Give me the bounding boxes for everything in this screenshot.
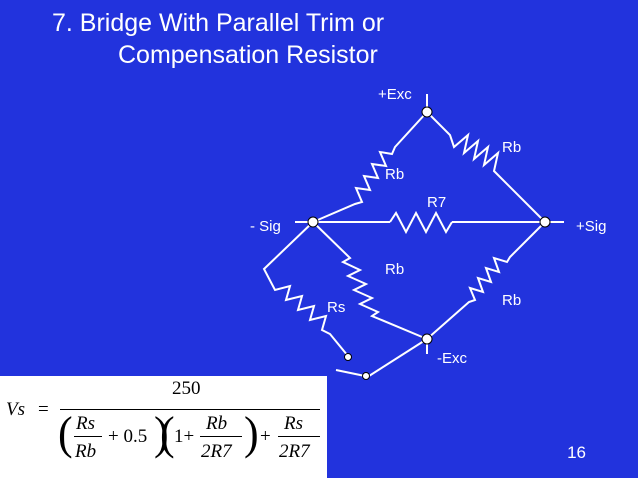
label-rb-top-left: Rb [385,166,405,183]
formula-rb-1: Rb [75,441,97,462]
formula-one-plus: 1+ [174,426,195,447]
node-sig-plus [539,216,551,228]
resistor-rs [262,221,349,357]
node-exc-plus [421,106,433,118]
formula-equals: = [38,399,49,420]
label-rb-top-right: Rb [502,139,522,156]
label-rb-bottom-right: Rb [502,292,522,309]
formula-paren-left-1: ( [58,407,73,460]
label-exc-minus: -Exc [437,350,467,367]
formula-numerator: 250 [172,378,201,399]
formula-lhs: Vs [6,399,25,420]
label-exc-plus: +Exc [378,86,412,103]
formula-plus: + [260,426,271,447]
formula-main-fraction-bar [60,409,320,410]
formula-2r7-a: 2R7 [201,441,232,462]
formula-paren-right-1: ) [154,407,169,460]
formula-paren-left-2: ( [160,407,175,460]
slide-title-line-1: 7. Bridge With Parallel Trim or [52,9,385,37]
formula-2r7-b: 2R7 [279,441,310,462]
resistor-rb-top-right [426,111,546,223]
resistor-rb-bottom-left [312,221,428,340]
resistor-rb-bottom-right [426,221,546,340]
label-rs: Rs [327,299,346,316]
label-r7: R7 [427,194,447,211]
formula-fraction-bar-rs-2r7 [278,436,320,437]
formula-rb-2: Rb [206,413,228,434]
label-sig-minus: - Sig [250,218,281,235]
switch-contact-lower [362,372,370,380]
resistor-rb-top-left [312,111,428,223]
node-sig-minus [307,216,319,228]
label-sig-plus: +Sig [576,218,607,235]
formula-paren-right-2: ) [244,407,259,460]
formula-plus-half: + 0.5 [108,426,148,447]
formula-rs-1: Rs [76,413,95,434]
switch-contact-upper [344,353,352,361]
page-number: 16 [567,443,586,462]
slide-title-line-2: Compensation Resistor [118,41,378,69]
trim-switch-lead [368,338,428,377]
node-exc-minus [421,333,433,345]
trim-switch-blade [335,369,366,377]
formula-panel: Vs = 250 ( Rs Rb + 0.5 ) ( 1+ Rb 2R7 ) +… [0,376,327,478]
formula-rs-2: Rs [284,413,303,434]
formula-fraction-bar-rs-rb [74,436,102,437]
label-rb-bottom-left: Rb [385,261,405,278]
resistor-r7 [389,210,453,235]
formula-fraction-bar-rb-2r7 [200,436,242,437]
